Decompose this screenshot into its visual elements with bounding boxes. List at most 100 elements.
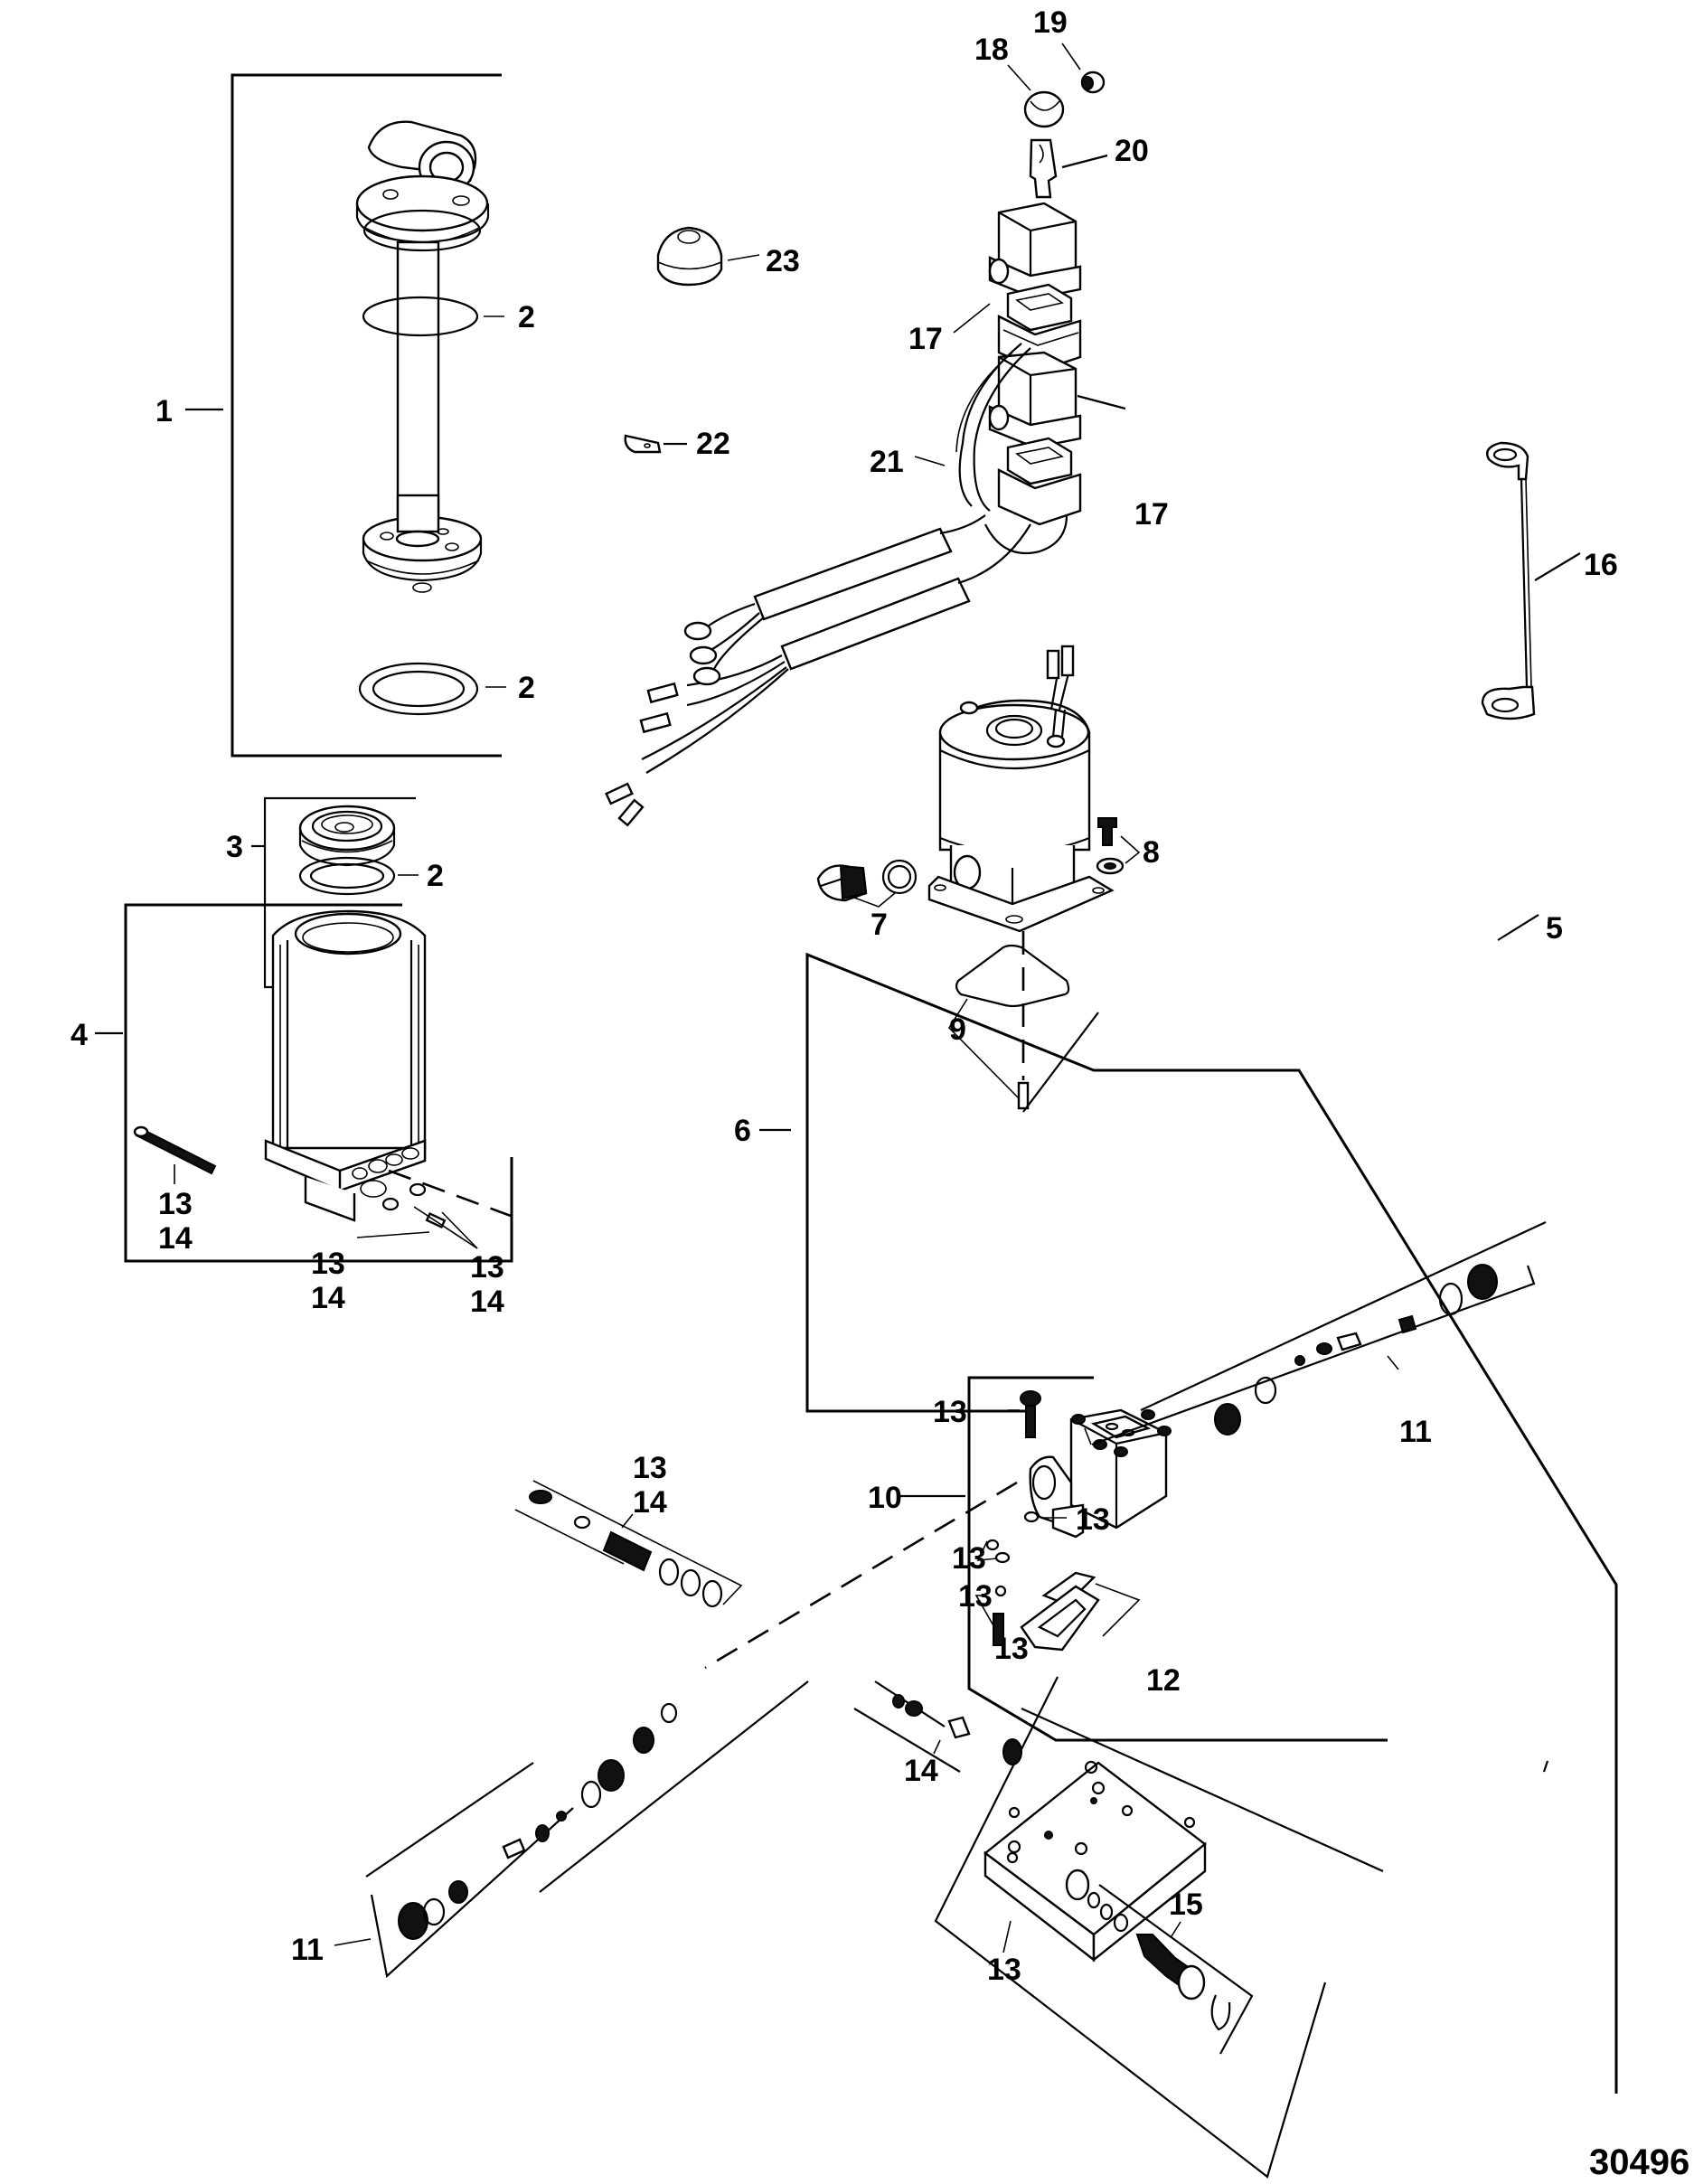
group-bracket-11a xyxy=(1140,1221,1547,1411)
callout-10: 10 xyxy=(868,1481,902,1515)
callout-17b: 17 xyxy=(1134,497,1169,532)
group-bracket-10 xyxy=(967,1376,1388,1742)
leader-14-check xyxy=(933,1739,941,1755)
clip-22-part xyxy=(624,434,662,454)
callout-13-pin: 13 xyxy=(311,1247,345,1281)
leader-13-14-spool xyxy=(621,1513,634,1529)
callout-5: 5 xyxy=(1546,911,1563,946)
group-bracket-1 xyxy=(231,73,502,758)
callout-19: 19 xyxy=(1033,5,1068,40)
callout-13-pump-screw: 13 xyxy=(933,1395,967,1429)
leader-13-plate xyxy=(1002,1920,1012,1953)
o-ring-small xyxy=(985,1539,1000,1551)
group-bracket-plate xyxy=(934,1676,1549,2179)
spring-13-part xyxy=(993,1613,1004,1646)
callout-14-pin: 14 xyxy=(311,1281,345,1315)
leader-13-14-pin xyxy=(356,1231,430,1238)
grommet-23-part xyxy=(656,226,723,287)
leader-17a xyxy=(953,303,991,334)
callout-16: 16 xyxy=(1584,548,1618,582)
group-bracket-4 xyxy=(124,903,513,1263)
callout-11a: 11 xyxy=(1399,1415,1432,1449)
callout-21: 21 xyxy=(870,445,904,479)
group-bracket-5 xyxy=(1094,1068,1618,2094)
leader-11b xyxy=(334,1938,372,1946)
spool-kit-bracket xyxy=(532,1480,743,1605)
wiring-harness-group: 18 19 20 17 xyxy=(605,5,1169,827)
leader-12 xyxy=(1095,1583,1141,1637)
bracket-6-right xyxy=(1022,1012,1099,1113)
leader-23 xyxy=(727,254,760,261)
exploded-axis xyxy=(388,1169,512,1218)
fill-plug-7-part xyxy=(816,859,918,902)
manual-release-15-parts xyxy=(1087,1884,1254,2055)
callout-4: 4 xyxy=(71,1018,88,1052)
harness-wires xyxy=(641,343,1068,774)
motor-assembly-group: 6 xyxy=(734,645,1247,1413)
callout-6: 6 xyxy=(734,1114,751,1148)
callout-1: 1 xyxy=(155,394,173,428)
callout-13-pump-washer: 13 xyxy=(1076,1502,1110,1537)
relay-17-lower xyxy=(988,351,1082,449)
leader-19 xyxy=(1061,42,1081,71)
cylinder-part xyxy=(264,909,427,1222)
relay-17-upper xyxy=(988,202,1082,300)
leader-16 xyxy=(1534,552,1581,581)
callout-14-check: 14 xyxy=(904,1754,938,1788)
leader-13-14-rings-b xyxy=(413,1206,478,1249)
leader-8 xyxy=(1120,835,1141,864)
leader-13-spring xyxy=(974,1595,995,1628)
pump-body-part xyxy=(1029,1408,1172,1539)
pump-body-group: 10 13 13 xyxy=(704,1376,1388,1742)
spool-kit-part xyxy=(529,1490,723,1608)
ground-strap-part xyxy=(1481,441,1536,720)
trim-ram-assembly-group: 1 2 xyxy=(155,73,535,758)
leader-15 xyxy=(1171,1921,1181,1937)
leader-13-14-rings xyxy=(441,1211,478,1249)
callout-13-pair-label: 13 xyxy=(952,1541,986,1576)
leader-18 xyxy=(1007,64,1031,91)
callout-14-bolt: 14 xyxy=(158,1221,193,1256)
o-ring-small xyxy=(994,1551,1011,1564)
gasket-9-part xyxy=(955,944,1070,1008)
callout-8: 8 xyxy=(1143,835,1160,870)
callout-18: 18 xyxy=(974,33,1009,67)
ring-terminals xyxy=(605,621,721,827)
check-valve-14-parts xyxy=(853,1680,1022,1773)
valve-kit-upper-parts xyxy=(1214,1264,1498,1436)
leader-11a xyxy=(1387,1355,1399,1370)
group-bracket-11b xyxy=(539,1680,809,1893)
callout-13-spring: 13 xyxy=(958,1579,993,1614)
callout-20: 20 xyxy=(1115,134,1149,168)
o-ring-2b-part xyxy=(358,662,479,716)
callout-14-spool: 14 xyxy=(633,1485,667,1520)
callout-3: 3 xyxy=(226,830,243,864)
callout-13-spool: 13 xyxy=(633,1451,667,1485)
valve-kit-lower-group: 11 xyxy=(291,1680,809,1979)
callout-13-bolt: 13 xyxy=(158,1187,193,1221)
leader-9 xyxy=(947,998,1020,1099)
motor-part xyxy=(927,645,1115,933)
valve-plate-group: 14 13 xyxy=(853,1676,1549,2179)
valve-kit-lower-parts xyxy=(398,1702,678,1940)
valve-plate-part xyxy=(983,1760,1207,1963)
callout-14-rings: 14 xyxy=(470,1285,504,1319)
grommet-18-part xyxy=(1023,90,1065,128)
piston-cap-group: 3 2 xyxy=(226,796,444,989)
callout-12: 12 xyxy=(1146,1663,1181,1698)
valve-kit-upper-group: 11 xyxy=(1084,1221,1547,1449)
leader-20 xyxy=(1061,154,1108,169)
callout-17a: 17 xyxy=(908,322,943,356)
callout-2a: 2 xyxy=(518,300,535,334)
callout-2c: 2 xyxy=(427,859,444,893)
figure-number: 30496 xyxy=(1589,2142,1689,2182)
leader-5 xyxy=(1497,914,1539,941)
callout-23: 23 xyxy=(766,244,800,278)
filter-12-part xyxy=(1020,1571,1100,1652)
screw-13-part xyxy=(1020,1390,1041,1438)
pump-axis xyxy=(704,1481,1018,1670)
callout-2b: 2 xyxy=(518,671,535,705)
o-ring-2-middle xyxy=(362,296,479,337)
leader-21 xyxy=(914,456,946,466)
